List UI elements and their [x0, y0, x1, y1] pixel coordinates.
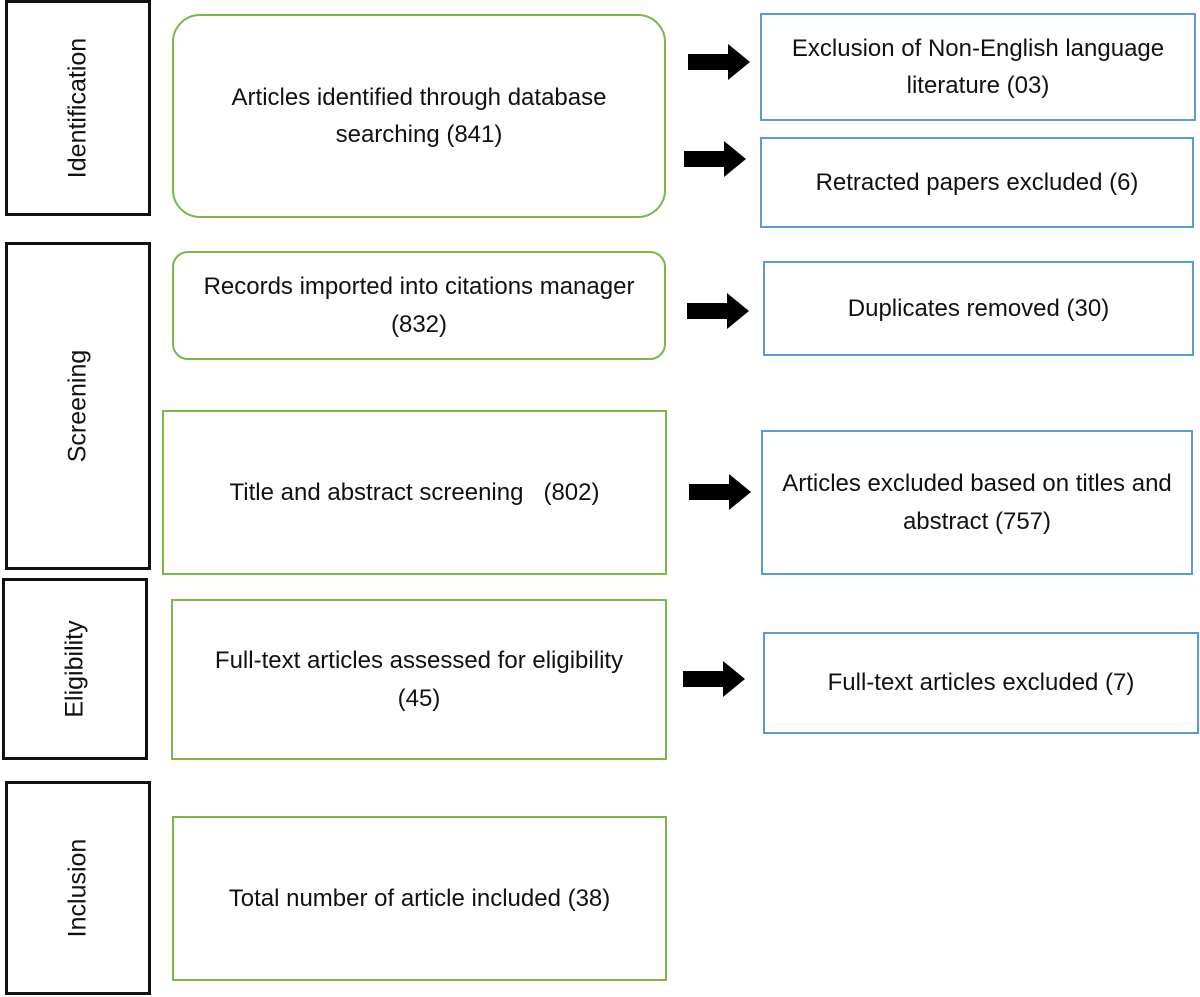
fulltext-excluded-box: Full-text articles excluded (7) [763, 632, 1199, 734]
fulltext-excluded-text: Full-text articles excluded (7) [827, 669, 1135, 697]
right-arrow-icon [687, 293, 749, 329]
right-arrow-icon [683, 661, 745, 697]
retracted-exclusion-text: Retracted papers excluded (6) [815, 168, 1139, 196]
identified-text: Articles identified through database sea… [231, 83, 607, 148]
stage-eligibility-label: Eligibility [60, 620, 89, 718]
stage-eligibility: Eligibility [2, 578, 148, 760]
included-text: Total number of article included (38) [228, 884, 611, 912]
stage-identification: Identification [5, 0, 151, 216]
title-abstract-excluded-box: Articles excluded based on titles and ab… [761, 430, 1193, 575]
title-abstract-box: Title and abstract screening (802) [162, 410, 667, 575]
fulltext-assessed-box: Full-text articles assessed for eligibil… [171, 599, 667, 760]
imported-box: Records imported into citations manager … [172, 251, 666, 360]
retracted-exclusion-box: Retracted papers excluded (6) [760, 137, 1194, 228]
right-arrow-icon [689, 474, 751, 510]
imported-text: Records imported into citations manager … [203, 273, 635, 338]
title-abstract-text: Title and abstract screening (802) [229, 478, 600, 506]
right-arrow-icon [684, 141, 746, 177]
duplicates-text: Duplicates removed (30) [847, 294, 1110, 322]
title-abstract-excluded-text: Articles excluded based on titles and ab… [782, 470, 1172, 535]
included-box: Total number of article included (38) [172, 816, 667, 981]
non-english-exclusion-text: Exclusion of Non-English language litera… [791, 34, 1165, 99]
duplicates-box: Duplicates removed (30) [763, 261, 1194, 356]
right-arrow-icon [688, 44, 750, 80]
stage-inclusion-label: Inclusion [63, 838, 92, 938]
stage-screening-label: Screening [63, 349, 92, 463]
stage-screening: Screening [5, 242, 151, 570]
non-english-exclusion-box: Exclusion of Non-English language litera… [760, 13, 1196, 121]
stage-inclusion: Inclusion [5, 781, 151, 995]
identified-box: Articles identified through database sea… [172, 14, 666, 218]
fulltext-assessed-text: Full-text articles assessed for eligibil… [214, 647, 624, 712]
stage-identification-label: Identification [63, 37, 92, 179]
